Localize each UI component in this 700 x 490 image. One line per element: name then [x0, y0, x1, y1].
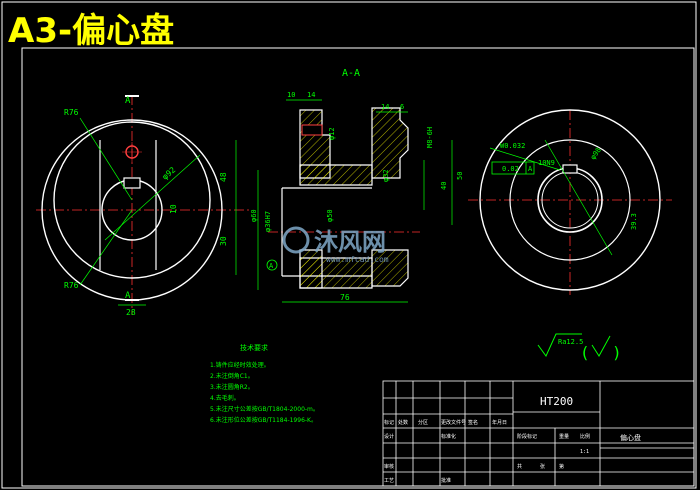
- front-keyway: [123, 177, 141, 189]
- dim-30: 30: [219, 236, 228, 246]
- roughness-icon: [537, 333, 582, 357]
- dim-sec-14: 14: [307, 91, 315, 99]
- dim-sec-6: 6: [400, 103, 404, 111]
- tolerance-value: 0.02: [502, 165, 519, 173]
- dim-28: 28: [126, 308, 136, 317]
- note-3: 3.未注圆角R2。: [210, 383, 254, 391]
- roughness-check-icon: [591, 335, 611, 357]
- dim-phi50: φ50: [326, 209, 334, 222]
- dim-r76-bottom: R76: [64, 281, 79, 290]
- datum-a-circle: [266, 259, 278, 271]
- watermark-logo-icon: [282, 226, 310, 254]
- tb-material: HT200: [540, 395, 573, 408]
- dim-phi60: φ60: [250, 209, 258, 222]
- dim-76: 76: [340, 293, 350, 302]
- dim-phi36h7: φ36H7: [264, 211, 272, 232]
- view-label-a-top: A: [125, 96, 131, 106]
- tb-h-riqi: 年月日: [492, 419, 507, 426]
- tb-part-name: 偏心盘: [620, 433, 641, 442]
- datum-a-letter: A: [269, 262, 274, 270]
- dim-40: 40: [440, 182, 448, 190]
- dim-phi92: φ92: [161, 165, 178, 181]
- dim-r76-top: R76: [64, 108, 79, 117]
- note-1: 1.铸件应经时效处理。: [210, 361, 270, 369]
- dim-50: 50: [456, 172, 464, 180]
- dim-48: 48: [219, 172, 228, 182]
- roughness-paren-right: ): [612, 343, 622, 362]
- inner-frame: [21, 47, 695, 487]
- tolerance-frame: [491, 161, 535, 175]
- section-view: 10 14 14 6 φ12 M8-6H φ32 40 50 φ60 φ36H7…: [250, 91, 464, 303]
- r76-bottom-leader: [79, 209, 133, 286]
- section-band-upper: [299, 164, 373, 186]
- watermark-brand: 沐风网: [314, 228, 386, 256]
- dim-phi12: φ12: [328, 127, 336, 140]
- dim-phi32: φ32: [382, 169, 390, 182]
- tb-h-gongyi: 工艺: [384, 478, 394, 484]
- tolerance-datum: A: [528, 165, 533, 173]
- side-view: φ98 W0.032 10N9 0.02 A 39.3: [468, 109, 672, 295]
- r76-top-leader: [79, 117, 133, 201]
- tb-h-fenqu: 分区: [418, 419, 428, 426]
- note-4: 4.去毛刺。: [210, 394, 240, 402]
- dim-w0032: W0.032: [500, 142, 525, 150]
- tb-h-biaoji: 标记: [384, 419, 394, 426]
- dim-sec-10: 10: [287, 91, 295, 99]
- phi92-leader: [104, 154, 201, 241]
- front-eccentric-circle: [53, 121, 211, 279]
- front-view: A A R76 R76 φ92 48 30 10 28: [36, 95, 250, 317]
- roughness-paren-left: (: [580, 343, 590, 362]
- roughness-text: Ra12.5: [558, 338, 583, 346]
- dim-10: 10: [169, 204, 178, 214]
- note-6: 6.未注形位公差按GB/T1184-1996-K。: [210, 416, 317, 424]
- tech-notes: 技术要求 1.铸件应经时效处理。 2.未注倒角C1。 3.未注圆角R2。 4.去…: [210, 343, 319, 424]
- tb-h-zhang: 张: [540, 463, 545, 470]
- notes-heading: 技术要求: [240, 343, 268, 352]
- drawing-title: A3-偏心盘: [8, 11, 174, 51]
- side-outer-circle: [479, 109, 661, 291]
- side-keyway: [562, 164, 578, 174]
- tb-outer: [382, 380, 695, 487]
- tb-h-di: 第: [559, 463, 564, 470]
- tb-h-sheji: 设计: [384, 433, 394, 440]
- note-2: 2.未注倒角C1。: [210, 372, 254, 380]
- roughness-group: Ra12.5 ( ): [537, 333, 622, 362]
- tb-scale: 1:1: [580, 449, 589, 455]
- side-w0032-leader: [489, 147, 561, 171]
- note-5: 5.未注尺寸公差按GB/T1804-2000-m。: [210, 405, 319, 413]
- dim-m8: M8-6H: [426, 127, 434, 148]
- dim-sec-14b: 14: [381, 103, 389, 111]
- watermark-url: www.mfcad.com: [326, 255, 389, 264]
- tb-h-zhongliang: 重量: [559, 433, 569, 440]
- dim-39-3: 39.3: [630, 213, 638, 230]
- section-hub-lower: [299, 249, 323, 289]
- tb-h-chushu: 处数: [398, 419, 408, 426]
- dim-10n9: 10N9: [538, 159, 555, 167]
- tb-h-shenhe: 审核: [384, 463, 394, 470]
- section-hole: [301, 124, 323, 136]
- tb-h-bili: 比例: [580, 433, 590, 440]
- tb-h-gengai: 更改文件号: [441, 419, 466, 426]
- section-disk-lower: [371, 249, 409, 287]
- section-label: A-A: [342, 68, 360, 79]
- title-block-text: HT200 偏心盘 标记 处数 分区 更改文件号 签名 年月日 设计 标准化 阶…: [384, 395, 641, 484]
- title-block: [382, 380, 695, 487]
- side-phi98-leader: [544, 139, 613, 256]
- view-label-a-bottom: A: [125, 291, 131, 301]
- tb-h-pizhun: 批准: [441, 477, 451, 484]
- tb-h-qianming: 签名: [468, 419, 478, 426]
- tb-h-gong: 共: [517, 463, 522, 470]
- tb-h-biaozhun: 标准化: [441, 433, 456, 440]
- watermark: 沐风网 www.mfcad.com: [282, 226, 389, 264]
- side-mid-circle: [509, 139, 631, 261]
- tb-h-jieduan: 阶段标记: [517, 433, 537, 440]
- section-disk-upper: [371, 107, 409, 179]
